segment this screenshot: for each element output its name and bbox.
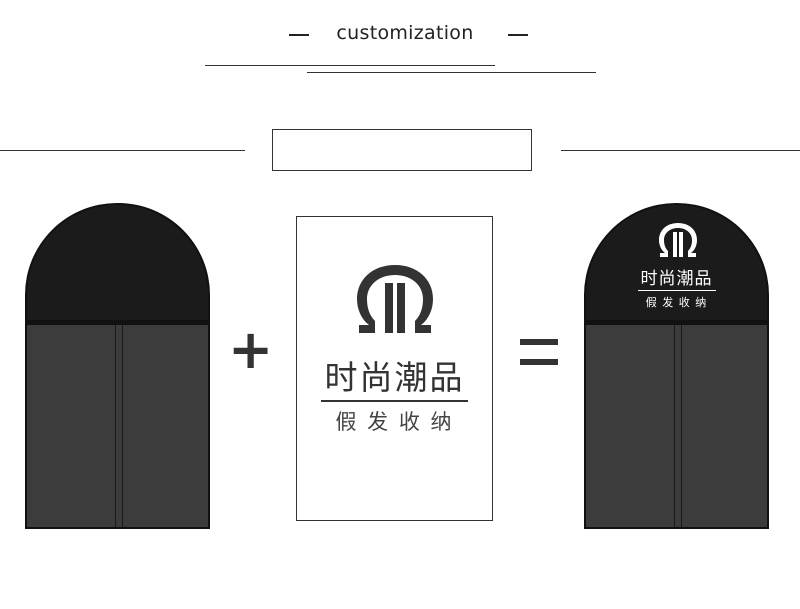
equals-sign: = (520, 339, 558, 369)
section-title: customization (336, 22, 474, 44)
bag-zipper (681, 325, 682, 527)
bag-seam (584, 320, 769, 325)
header-dash-right (508, 34, 528, 36)
plus-sign: + (228, 318, 274, 381)
bag-body (25, 325, 210, 529)
brand-underline (321, 400, 468, 402)
bag-zipper (122, 325, 123, 527)
divider-line (0, 150, 245, 151)
omega-logo-icon (357, 265, 433, 333)
brand-tagline: 假 发 收 纳 (645, 296, 708, 309)
bag-seam (25, 320, 210, 325)
garment-bag-branded: 时尚潮品 假 发 收 纳 (584, 203, 769, 529)
brand-underline (638, 290, 716, 291)
brand-name: 时尚潮品 (640, 269, 713, 289)
omega-logo-icon (659, 223, 697, 257)
bag-zipper (115, 325, 116, 527)
brand-tagline: 假 发 收 纳 (335, 410, 454, 434)
header-dash-left (289, 34, 309, 36)
divider-line (307, 72, 596, 73)
garment-bag-plain (25, 203, 210, 529)
divider-line (561, 150, 800, 151)
logo-card: 时尚潮品 假 发 收 纳 (296, 216, 493, 521)
bag-body (584, 325, 769, 529)
bag-top (25, 203, 210, 322)
bag-zipper (674, 325, 675, 527)
brand-name: 时尚潮品 (324, 358, 465, 397)
bag-top: 时尚潮品 假 发 收 纳 (584, 203, 769, 322)
divider-line (205, 65, 495, 66)
label-box (272, 129, 532, 171)
